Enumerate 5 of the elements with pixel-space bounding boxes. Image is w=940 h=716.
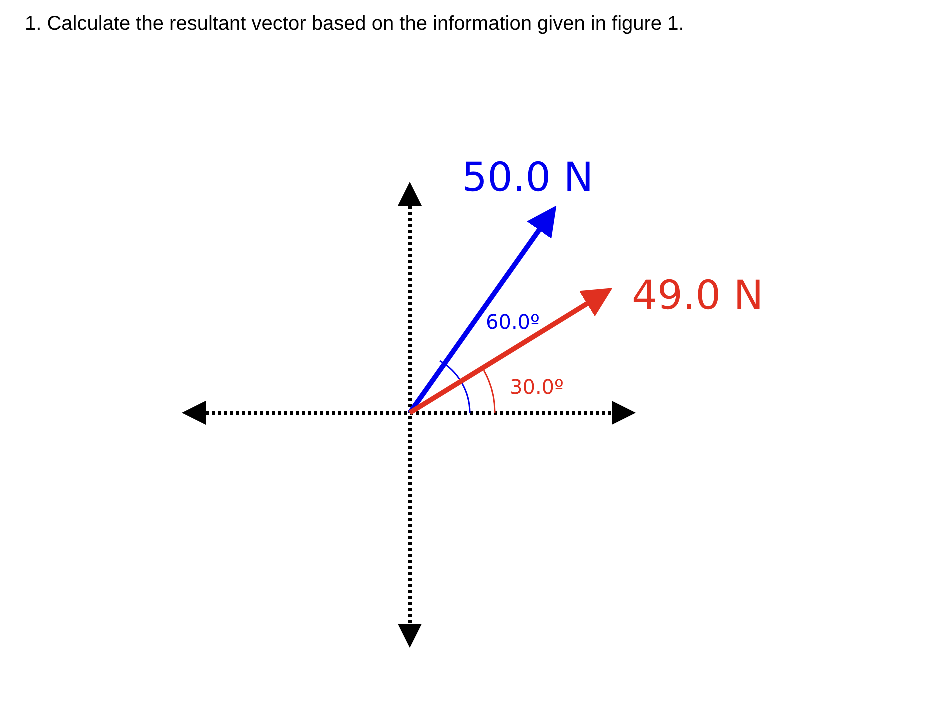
force-label: 49.0 N <box>632 276 764 316</box>
angle-label: 60.0º <box>486 312 540 332</box>
angle-label: 30.0º <box>510 377 564 397</box>
question-text: 1. Calculate the resultant vector based on the information given in figure 1. <box>25 14 684 34</box>
force-label: 50.0 N <box>462 158 594 198</box>
